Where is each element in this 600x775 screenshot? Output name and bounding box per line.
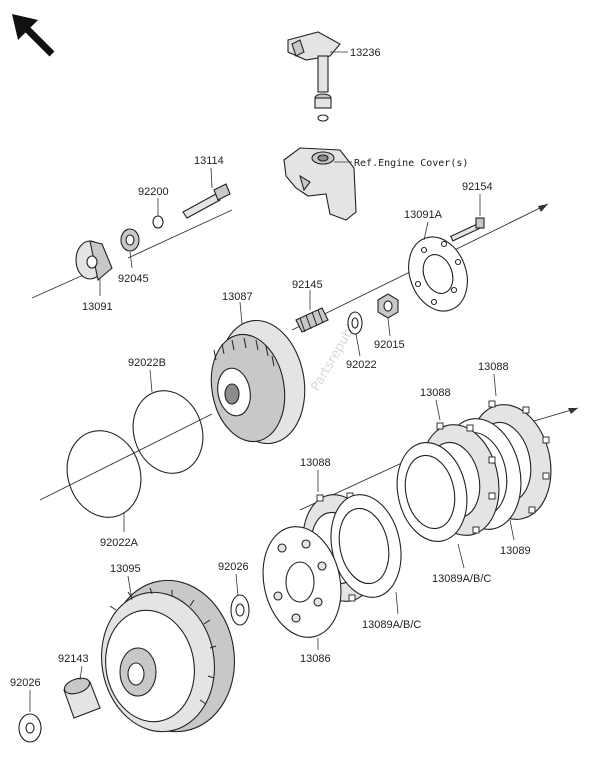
leader-lines <box>29 51 515 712</box>
part-labels: 13236 Ref.Engine Cover(s) 13114 92200 92… <box>10 47 531 689</box>
bearing-92045 <box>120 228 140 252</box>
label-92022A: 92022A <box>100 537 139 549</box>
washer-92026-mid <box>230 594 250 626</box>
label-13089: 13089 <box>500 545 531 557</box>
spring-92145 <box>295 307 329 333</box>
label-13089ABC-upper: 13089A/B/C <box>432 573 491 585</box>
label-92015: 92015 <box>374 339 405 351</box>
label-92022: 92022 <box>346 359 377 371</box>
label-13236: 13236 <box>350 47 381 59</box>
label-13095: 13095 <box>110 563 141 575</box>
direction-arrow-icon <box>12 14 55 57</box>
release-shaft-13236 <box>287 31 341 122</box>
plate-13091A <box>408 236 468 312</box>
steel-plate-13089ABC-upper <box>396 442 468 542</box>
cup-13091 <box>75 240 113 282</box>
label-92026-lower: 92026 <box>10 677 41 689</box>
label-13091A: 13091A <box>404 209 443 221</box>
pushrod-13114 <box>182 183 231 219</box>
label-13088-middle: 13088 <box>420 387 451 399</box>
label-13087: 13087 <box>222 291 253 303</box>
label-92154: 92154 <box>462 181 493 193</box>
label-13114: 13114 <box>194 155 224 167</box>
collar-92143 <box>63 677 101 719</box>
label-13088-front: 13088 <box>300 457 331 469</box>
clutch-hub-13087 <box>210 319 306 445</box>
label-92200: 92200 <box>138 186 169 198</box>
washer-92200 <box>152 215 164 229</box>
pressure-plate-13086 <box>262 526 342 638</box>
label-13089ABC-lower: 13089A/B/C <box>362 619 421 631</box>
washer-92022 <box>347 311 363 335</box>
label-92022B: 92022B <box>128 357 166 369</box>
engine-cover-bracket <box>283 147 357 221</box>
steel-plate-13089ABC-lower <box>330 494 402 598</box>
label-92143: 92143 <box>58 653 89 665</box>
nut-92015 <box>377 293 399 319</box>
label-92045: 92045 <box>118 273 149 285</box>
label-13088-rear: 13088 <box>478 361 509 373</box>
oring-92022A <box>66 430 142 518</box>
label-ref-engine-cover: Ref.Engine Cover(s) <box>354 158 468 169</box>
label-92026-mid: 92026 <box>218 561 249 573</box>
label-13086: 13086 <box>300 653 331 665</box>
washer-92026-lower <box>18 713 42 743</box>
clutch-housing-13095 <box>100 579 236 733</box>
bolt-92154 <box>450 217 485 242</box>
oring-92022B <box>132 390 204 474</box>
label-92145: 92145 <box>292 279 323 291</box>
label-13091: 13091 <box>82 301 113 313</box>
